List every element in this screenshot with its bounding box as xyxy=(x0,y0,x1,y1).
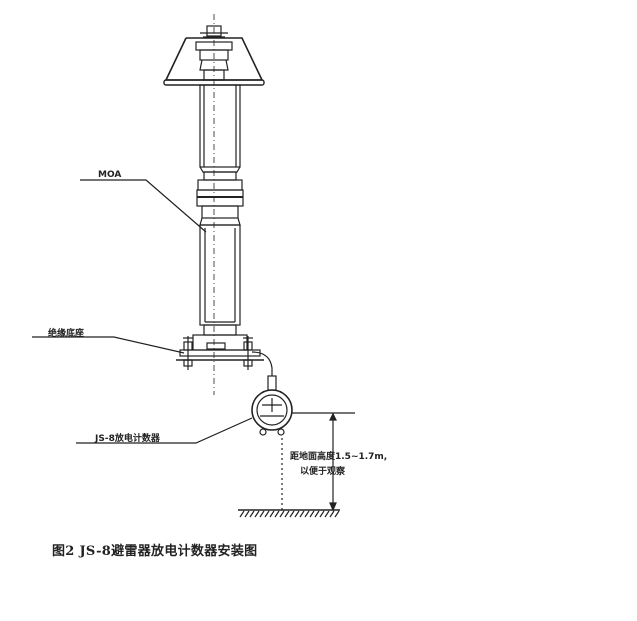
height-note-line1: 距地面高度1.5~1.7m, xyxy=(290,452,388,462)
leader-moa xyxy=(80,179,207,233)
figure-caption: 图2 JS-8避雷器放电计数器安装图 xyxy=(52,544,258,559)
upper-unit xyxy=(197,84,243,191)
leader-insulating-base xyxy=(32,336,185,354)
grading-ring xyxy=(163,37,265,86)
ground-cable xyxy=(251,351,273,376)
ground-hatch xyxy=(238,509,340,518)
lower-unit-moa xyxy=(199,224,241,336)
label-counter: JS-8放电计数器 xyxy=(95,434,160,444)
leader-counter xyxy=(76,417,253,444)
label-moa: MOA xyxy=(98,170,122,180)
insulating-base xyxy=(176,334,264,370)
height-dimension xyxy=(281,412,337,512)
top-terminal xyxy=(200,25,228,38)
height-note-line2: 以便于观察 xyxy=(300,467,346,477)
middle-flange xyxy=(196,189,244,226)
label-insulating-base: 绝缘底座 xyxy=(48,329,85,339)
height-note: 距地面高度1.5~1.7m, 以便于观察 xyxy=(290,450,387,480)
discharge-counter xyxy=(251,375,355,436)
